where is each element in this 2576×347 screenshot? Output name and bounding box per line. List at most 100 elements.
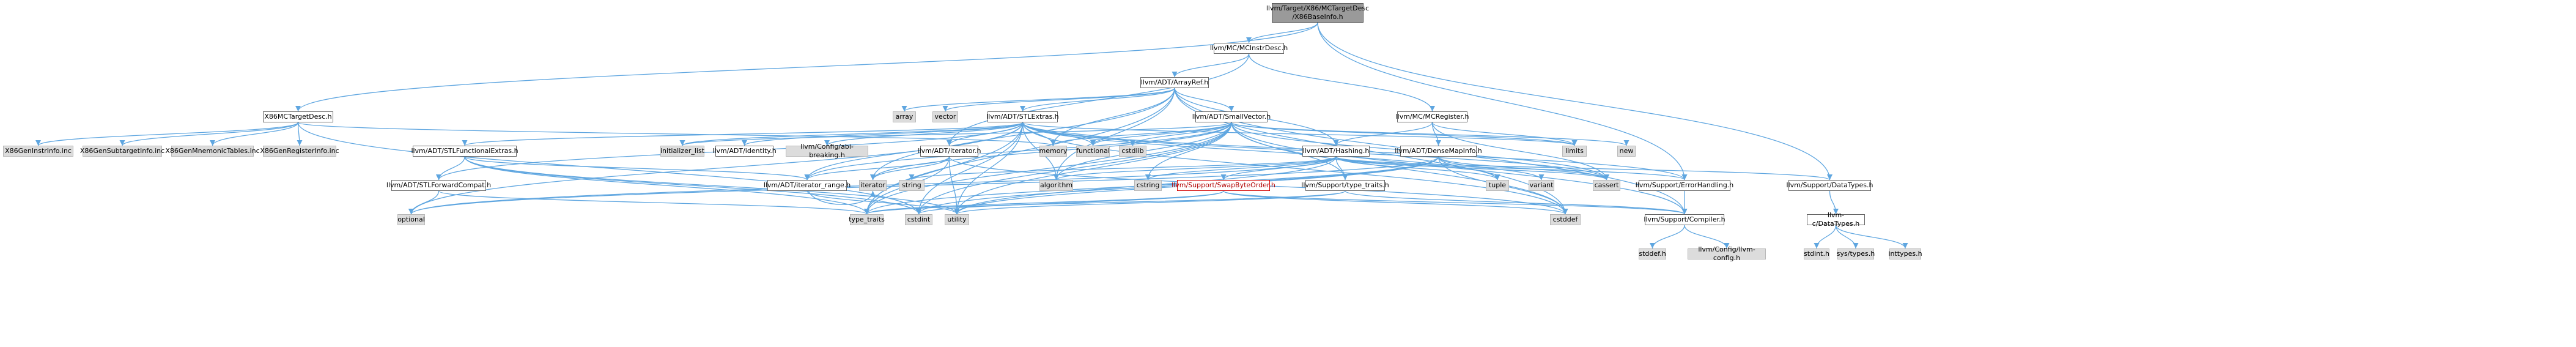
edge-stlextras-to-cstddef: [1022, 122, 1568, 215]
edge-smallvec-to-iterrange: [804, 122, 1232, 181]
edge-densemap-to-tuple: [1437, 156, 1500, 181]
edge-smallvec-to-compiler: [1231, 122, 1688, 215]
graph-node-root[interactable]: llvm/Target/X86/MCTargetDesc /X86BaseInf…: [1266, 3, 1369, 23]
edge-hashing-to-typetraitsh: [1335, 156, 1348, 181]
edge-stlfwd-to-optional: [408, 190, 440, 215]
graph-node-x86mnem[interactable]: X86GenMnemonicTables.inc: [165, 146, 260, 157]
edge-swapbyte-to-compiler: [1223, 190, 1688, 215]
edge-densemap-to-optional: [408, 156, 1439, 215]
graph-node-x86subtgt[interactable]: X86GenSubtargetInfo.inc: [80, 146, 164, 157]
graph-node-initlist[interactable]: initializer_list: [660, 146, 704, 157]
edge-arrayref-to-cstddef: [1174, 88, 1568, 215]
edge-stlfwd-to-type_traits: [438, 190, 869, 215]
graph-node-x86instr[interactable]: X86GenInstrInfo.inc: [3, 146, 73, 157]
edge-stlfunc-to-stlfwd: [435, 156, 465, 181]
edge-densemap-to-cassert: [1437, 156, 1609, 181]
graph-node-stlfwd[interactable]: llvm/ADT/STLForwardCompat.h: [386, 180, 491, 191]
graph-node-cstring[interactable]: cstring: [1134, 180, 1162, 191]
edge-root-to-datatypes: [1317, 22, 1832, 181]
graph-node-arrayref[interactable]: llvm/ADT/ArrayRef.h: [1140, 77, 1209, 88]
graph-node-abibreak[interactable]: llvm/Config/abi-breaking.h: [786, 143, 868, 159]
graph-node-iteratorstd[interactable]: iterator: [859, 180, 887, 191]
edge-cdatatypes-to-stdint: [1814, 225, 1837, 249]
edge-arrayref-to-vector: [942, 88, 1175, 112]
graph-node-utility[interactable]: utility: [945, 214, 969, 225]
graph-node-algorithm[interactable]: algorithm: [1039, 180, 1073, 191]
edge-arrayref-to-iteratorstd: [870, 88, 1175, 181]
edge-iterrange-to-iteratorstd: [806, 185, 876, 205]
edge-smallvec-to-limits: [1231, 122, 1578, 146]
edge-root-to-mcinstr: [1246, 22, 1318, 43]
graph-node-array[interactable]: array: [893, 111, 916, 122]
graph-node-errhandling[interactable]: llvm/Support/ErrorHandling.h: [1636, 180, 1733, 191]
graph-node-functional[interactable]: functional: [1076, 146, 1110, 157]
edge-swapbyte-to-cstdint: [916, 190, 1224, 215]
edge-cdatatypes-to-inttypes: [1835, 225, 1908, 249]
graph-node-variant[interactable]: variant: [1529, 180, 1554, 191]
edge-stlextras-to-abibreak: [824, 122, 1024, 146]
edge-hashing-to-cassert: [1335, 156, 1609, 181]
graph-node-memory[interactable]: memory: [1039, 146, 1067, 157]
edge-datatypes-to-cdatatypes: [1829, 190, 1839, 215]
edge-hashing-to-tuple: [1335, 156, 1500, 181]
edge-mcreg-to-cassert: [1431, 122, 1609, 181]
graph-node-swapbyte[interactable]: llvm/Support/SwapByteOrder.h: [1172, 180, 1275, 191]
graph-node-optional[interactable]: optional: [397, 214, 425, 225]
edge-arrayref-to-array: [901, 88, 1175, 112]
edge-iterrange-to-utility: [806, 190, 960, 215]
graph-node-mcreg[interactable]: llvm/MC/MCRegister.h: [1396, 111, 1469, 122]
graph-node-iterrange[interactable]: llvm/ADT/iterator_range.h: [764, 180, 851, 191]
graph-node-stlextras[interactable]: llvm/ADT/STLExtras.h: [986, 111, 1059, 122]
graph-node-stlfunc[interactable]: llvm/ADT/STLFunctionalExtras.h: [411, 146, 519, 157]
graph-node-datatypes[interactable]: llvm/Support/DataTypes.h: [1787, 180, 1873, 191]
edge-mcreg-to-limits: [1431, 122, 1578, 146]
graph-node-cstddef[interactable]: cstddef: [1550, 214, 1581, 225]
graph-node-tuple[interactable]: tuple: [1486, 180, 1509, 191]
graph-node-stddef[interactable]: stddef.h: [1639, 248, 1666, 259]
edge-smallvec-to-functional: [1090, 122, 1232, 146]
graph-node-mcinstr[interactable]: llvm/MC/MCInstrDesc.h: [1210, 43, 1288, 54]
graph-node-limits[interactable]: limits: [1562, 146, 1587, 157]
graph-node-cdatatypes[interactable]: llvm-c/DataTypes.h: [1807, 211, 1865, 228]
graph-node-identity[interactable]: llvm/ADT/identity.h: [712, 146, 777, 157]
dependency-edges: [35, 22, 1908, 249]
edge-x86mc-to-x86instr: [35, 122, 299, 146]
edge-hashing-to-errhandling: [1335, 156, 1688, 181]
edge-stlextras-to-limits: [1022, 122, 1578, 146]
edge-arrayref-to-algorithm: [1053, 88, 1175, 181]
graph-node-densemap[interactable]: llvm/ADT/DenseMapInfo.h: [1395, 146, 1482, 157]
graph-node-new[interactable]: new: [1617, 146, 1636, 157]
graph-node-llvmconfig[interactable]: llvm/Config/llvm-config.h: [1688, 245, 1766, 262]
graph-node-hashing[interactable]: llvm/ADT/Hashing.h: [1302, 146, 1370, 157]
graph-node-cstdlib[interactable]: cstdlib: [1119, 146, 1146, 157]
graph-node-compiler[interactable]: llvm/Support/Compiler.h: [1644, 214, 1725, 225]
graph-node-systypes[interactable]: sys/types.h: [1837, 248, 1875, 259]
edge-stlfunc-to-type_traits: [464, 156, 869, 215]
graph-node-cstdint[interactable]: cstdint: [905, 214, 932, 225]
edge-stlextras-to-cstdint: [915, 122, 1024, 215]
graph-node-cassert[interactable]: cassert: [1593, 180, 1620, 191]
edge-hashing-to-cstring: [1145, 156, 1337, 181]
edge-stlfunc-to-utility: [464, 156, 960, 215]
graph-node-vector[interactable]: vector: [932, 111, 958, 122]
edge-smallvec-to-utility: [954, 122, 1232, 215]
edge-hashing-to-algorithm: [1054, 156, 1337, 181]
graph-node-typetraitsh[interactable]: llvm/Support/type_traits.h: [1301, 180, 1389, 191]
graph-node-smallvec[interactable]: llvm/ADT/SmallVector.h: [1192, 111, 1271, 122]
edge-stlextras-to-stlfunc: [462, 122, 1024, 146]
edge-stlextras-to-functional: [1022, 122, 1096, 146]
edge-hashing-to-datatypes: [1335, 156, 1832, 181]
edge-mcinstr-to-mcreg: [1248, 53, 1435, 112]
edge-smallvec-to-memory: [1050, 122, 1232, 146]
graph-node-x86mc[interactable]: X86MCTargetDesc.h: [263, 111, 333, 122]
edge-mcinstr-to-arrayref: [1172, 53, 1250, 78]
edge-x86mc-to-x86reg: [297, 122, 303, 146]
graph-node-type_traits[interactable]: type_traits: [849, 214, 885, 225]
graph-node-iterator[interactable]: llvm/ADT/iterator.h: [918, 146, 981, 157]
graph-node-stdint[interactable]: stdint.h: [1804, 248, 1829, 259]
edge-swapbyte-to-cstddef: [1223, 190, 1568, 215]
graph-node-inttypes[interactable]: inttypes.h: [1888, 248, 1922, 259]
graph-node-string[interactable]: string: [899, 180, 924, 191]
graph-node-x86reg[interactable]: X86GenRegisterInfo.inc: [260, 146, 339, 157]
